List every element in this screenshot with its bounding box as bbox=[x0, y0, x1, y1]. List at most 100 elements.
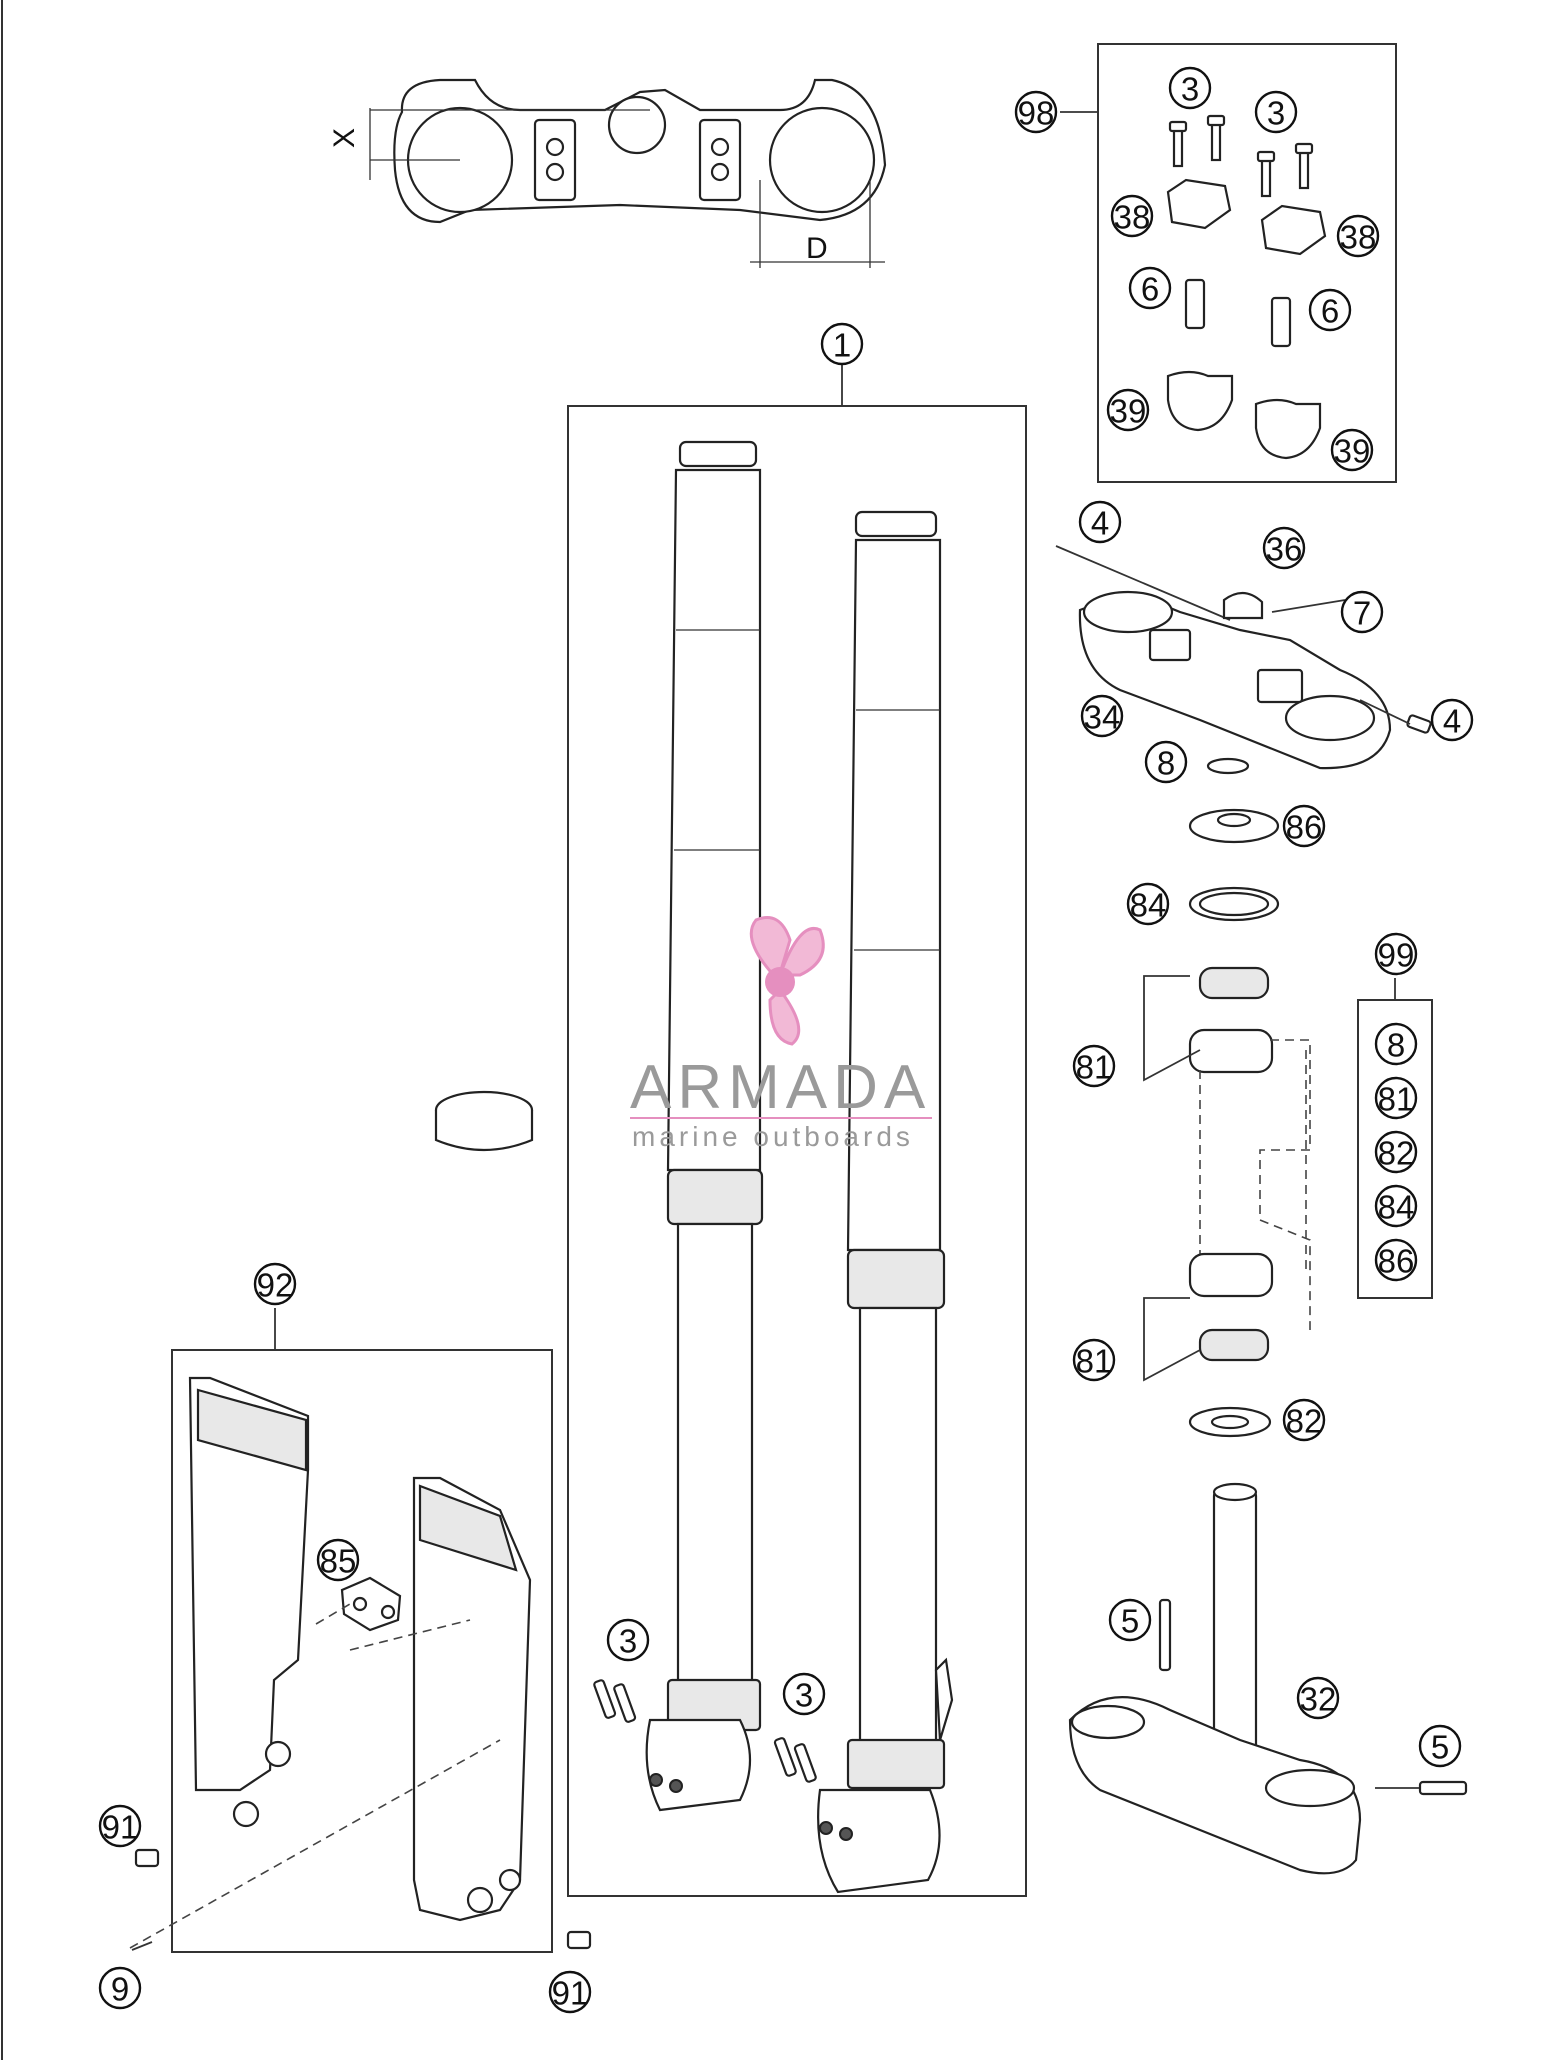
callout-number: 38 bbox=[1340, 219, 1377, 256]
callout-number: 84 bbox=[1378, 1189, 1415, 1226]
callout-circle bbox=[1282, 1398, 1326, 1442]
callout-circle bbox=[1072, 1044, 1116, 1088]
callout-c6-b: 6 bbox=[1308, 288, 1352, 332]
callout-circle bbox=[253, 1262, 297, 1306]
callout-number: 85 bbox=[320, 1543, 357, 1580]
callout-number: 5 bbox=[1121, 1603, 1139, 1640]
callout-c81-a: 81 bbox=[1072, 1044, 1116, 1088]
watermark-tagline: marine outboards bbox=[632, 1121, 914, 1152]
callout-c6-a: 6 bbox=[1128, 266, 1172, 310]
callout-circle bbox=[548, 1970, 592, 2014]
callout-c5-a: 5 bbox=[1108, 1598, 1152, 1642]
callout-circle bbox=[1374, 1022, 1418, 1066]
fork-clamp-bolts bbox=[593, 1679, 817, 1783]
callout-c84: 84 bbox=[1126, 882, 1170, 926]
callout-number: 8 bbox=[1157, 745, 1175, 782]
callout-c38-a: 38 bbox=[1110, 194, 1154, 238]
guard-fasteners bbox=[129, 1739, 592, 1951]
callout-number: 3 bbox=[795, 1677, 813, 1714]
callout-number: 9 bbox=[111, 1971, 129, 2008]
callout-circle bbox=[1330, 428, 1374, 472]
callout-number: 4 bbox=[1443, 703, 1461, 740]
callout-c1: 1 bbox=[820, 322, 864, 366]
callout-number: 84 bbox=[1130, 887, 1167, 924]
callout-c3-low-a: 3 bbox=[606, 1618, 650, 1662]
steering-bearing-stack bbox=[1143, 757, 1311, 1438]
callout-number: 39 bbox=[1110, 393, 1147, 430]
callout-kit-81: 81 bbox=[1374, 1076, 1418, 1120]
kit-98-frame bbox=[1097, 43, 1397, 483]
callout-circle bbox=[316, 1538, 360, 1582]
callout-number: 39 bbox=[1334, 433, 1371, 470]
callout-c36: 36 bbox=[1262, 526, 1306, 570]
callout-c82: 82 bbox=[1282, 1398, 1326, 1442]
callout-circle bbox=[820, 322, 864, 366]
upper-triple-clamp bbox=[1055, 545, 1432, 770]
fork-leg-left bbox=[645, 440, 764, 1812]
watermark-brand: ARMADA bbox=[630, 1053, 931, 1122]
callout-c99: 99 bbox=[1374, 932, 1418, 976]
callout-number: 6 bbox=[1321, 293, 1339, 330]
callout-number: 5 bbox=[1431, 1729, 1449, 1766]
callout-c3-top-b: 3 bbox=[1254, 90, 1298, 134]
callout-circle bbox=[1126, 882, 1170, 926]
loose-ring bbox=[434, 1090, 534, 1152]
callout-c39-b: 39 bbox=[1330, 428, 1374, 472]
callout-number: 86 bbox=[1286, 809, 1323, 846]
callout-c32: 32 bbox=[1296, 1676, 1340, 1720]
lower-triple-clamp bbox=[1068, 1482, 1468, 1875]
fork-guard-left bbox=[188, 1376, 310, 1828]
fork-guard-frame bbox=[171, 1349, 553, 1953]
dimension-d-label: D bbox=[806, 232, 828, 265]
callout-circle bbox=[1296, 1676, 1340, 1720]
callout-c8: 8 bbox=[1144, 740, 1188, 784]
callout-c9: 9 bbox=[98, 1966, 142, 2010]
callout-kit-8: 8 bbox=[1374, 1022, 1418, 1066]
callout-circle bbox=[1282, 804, 1326, 848]
callout-circle bbox=[1374, 1184, 1418, 1228]
callout-number: 7 bbox=[1353, 595, 1371, 632]
callout-c3-low-b: 3 bbox=[782, 1672, 826, 1716]
callout-number: 81 bbox=[1076, 1049, 1113, 1086]
callout-number: 4 bbox=[1091, 505, 1109, 542]
propeller-logo bbox=[749, 916, 825, 1046]
callout-number: 91 bbox=[102, 1809, 139, 1846]
callout-c34: 34 bbox=[1080, 694, 1124, 738]
callout-circle bbox=[1168, 66, 1212, 110]
callout-circle bbox=[98, 1804, 142, 1848]
callout-number: 32 bbox=[1300, 1681, 1337, 1718]
kit-98-parts bbox=[1166, 114, 1327, 460]
armada-watermark: ARMADA marine outboards bbox=[630, 916, 932, 1152]
callout-c81-b: 81 bbox=[1072, 1338, 1116, 1382]
callout-number: 3 bbox=[1181, 71, 1199, 108]
callout-c85: 85 bbox=[316, 1538, 360, 1582]
guard-bracket-85 bbox=[315, 1576, 471, 1651]
callout-c91-b: 91 bbox=[548, 1970, 592, 2014]
callout-number: 92 bbox=[257, 1267, 294, 1304]
dimension-x-label: X bbox=[328, 128, 361, 148]
callout-kit-84: 84 bbox=[1374, 1184, 1418, 1228]
callout-c4-b: 4 bbox=[1430, 698, 1474, 742]
callout-number: 3 bbox=[1267, 95, 1285, 132]
callout-number: 1 bbox=[833, 327, 851, 364]
callout-number: 82 bbox=[1286, 1403, 1323, 1440]
callout-circle bbox=[1108, 1598, 1152, 1642]
callout-circle bbox=[1374, 932, 1418, 976]
callout-circle bbox=[1072, 1338, 1116, 1382]
callout-circle bbox=[98, 1966, 142, 2010]
callout-circle bbox=[1144, 740, 1188, 784]
fork-leg-right bbox=[817, 510, 954, 1894]
fork-guard-right bbox=[412, 1476, 532, 1922]
callout-number: 91 bbox=[552, 1975, 589, 2012]
callout-c4-a: 4 bbox=[1078, 500, 1122, 544]
callout-c91-a: 91 bbox=[98, 1804, 142, 1848]
callout-c98: 98 bbox=[1014, 90, 1058, 134]
callout-number: 82 bbox=[1378, 1135, 1415, 1172]
callout-number: 81 bbox=[1076, 1343, 1113, 1380]
callout-circle bbox=[782, 1672, 826, 1716]
callout-circle bbox=[1374, 1076, 1418, 1120]
callout-number: 3 bbox=[619, 1623, 637, 1660]
